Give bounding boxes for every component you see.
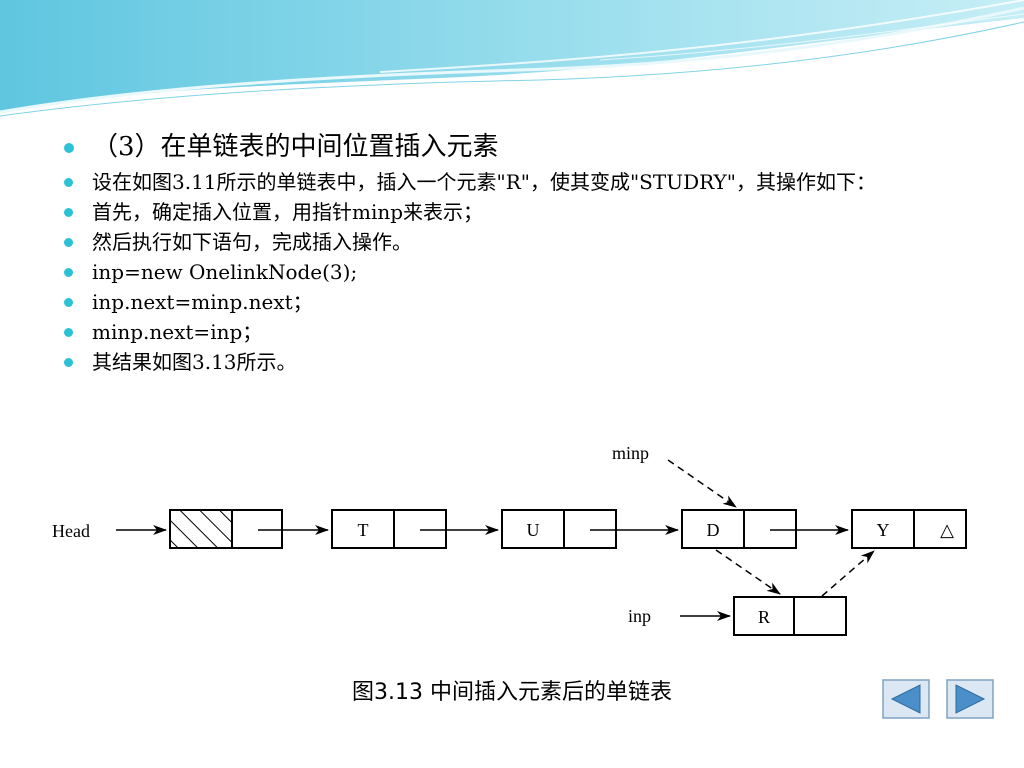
bullet-dot-icon [64,268,73,277]
node-y: Y △ [851,509,967,549]
node-t: T [331,509,447,549]
next-slide-button[interactable] [946,679,994,719]
null-pointer-symbol: △ [940,520,954,540]
previous-slide-button[interactable] [882,679,930,719]
bullet-text: 其结果如图3.13所示。 [92,350,297,374]
bullet-text: 首先，确定插入位置，用指针minp来表示； [92,200,484,224]
minp-dashed-arrow [667,459,737,508]
node-value: Y [877,520,890,540]
header-wave-decoration [0,0,1024,117]
bullet-item: minp.next=inp； [60,320,960,344]
d-to-r-dashed-arrow [715,549,781,595]
bullet-text: （3）在单链表的中间位置插入元素 [92,132,499,162]
bullet-item: 其结果如图3.13所示。 [60,350,960,374]
linked-list-diagram: Head T U D Y △ minp R inp [52,443,967,636]
node-u: U [501,509,617,549]
bullet-dot-icon [64,298,73,307]
bullet-item: （3）在单链表的中间位置插入元素 [60,130,960,164]
node-d: D [681,509,797,549]
head-label: Head [52,521,90,541]
bullet-dot-icon [64,358,73,367]
left-triangle-icon [890,684,921,714]
bullet-text: inp.next=minp.next； [92,290,313,314]
bullet-text: inp=new OnelinkNode(3); [92,260,358,284]
bullet-text: 设在如图3.11所示的单链表中，插入一个元素"R"，使其变成"STUDRY"，其… [92,170,876,194]
head-node [169,509,283,549]
bullet-dot-icon [64,328,73,337]
node-r: R [733,596,847,636]
bullet-item: inp.next=minp.next； [60,290,960,314]
figure-caption: 图3.13 中间插入元素后的单链表 [352,680,672,705]
node-value: R [758,607,770,627]
bullet-text: minp.next=inp； [92,320,263,344]
bullet-dot-icon [64,238,73,247]
minp-label: minp [612,443,649,463]
bullet-text: 然后执行如下语句，完成插入操作。 [92,230,412,254]
bullet-item: 然后执行如下语句，完成插入操作。 [60,230,960,254]
bullet-list: （3）在单链表的中间位置插入元素 设在如图3.11所示的单链表中，插入一个元素"… [60,130,960,380]
right-triangle-icon [955,684,986,714]
node-value: T [358,520,369,540]
bullet-item: 设在如图3.11所示的单链表中，插入一个元素"R"，使其变成"STUDRY"，其… [60,170,960,194]
inp-label: inp [628,606,651,626]
bullet-dot-icon [64,143,74,153]
node-value: U [527,520,540,540]
bullet-item: inp=new OnelinkNode(3); [60,260,960,284]
r-to-y-dashed-arrow [821,550,875,597]
bullet-dot-icon [64,208,73,217]
bullet-dot-icon [64,178,73,187]
bullet-item: 首先，确定插入位置，用指针minp来表示； [60,200,960,224]
node-value: D [707,520,720,540]
